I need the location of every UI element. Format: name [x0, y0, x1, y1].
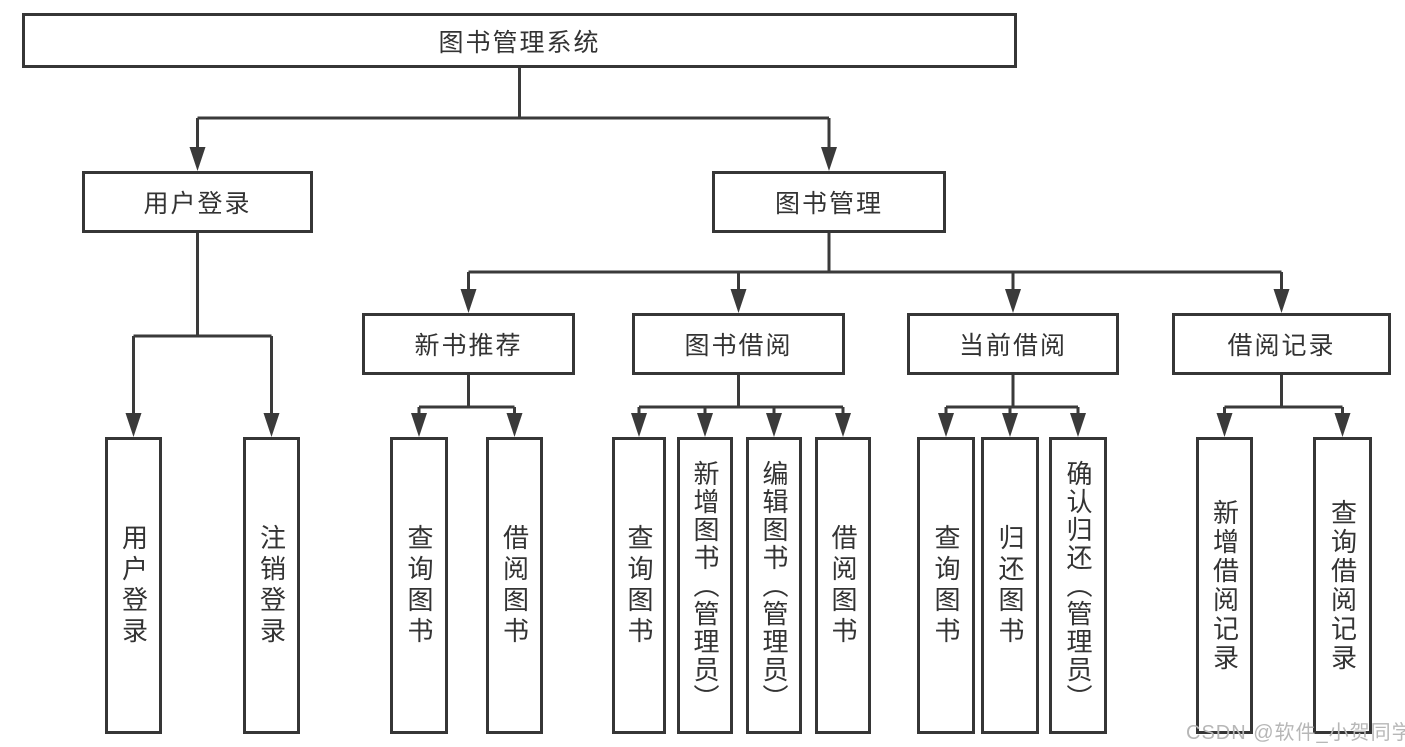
node-new-book-rec: 新书推荐 [362, 313, 575, 375]
node-user-login: 用户登录 [82, 171, 313, 233]
leaf-recommend-borrow-book: 借阅图书 [486, 437, 543, 734]
leaf-current-query-book: 查询图书 [917, 437, 975, 734]
leaf-logout: 注销登录 [243, 437, 300, 734]
leaf-borrow-edit-book-admin: 编辑图书（管理员） [746, 437, 802, 734]
node-root: 图书管理系统 [22, 13, 1017, 68]
node-borrow-record: 借阅记录 [1172, 313, 1391, 375]
leaf-user-login: 用户登录 [105, 437, 162, 734]
leaf-record-add: 新增借阅记录 [1196, 437, 1253, 734]
node-current-borrow: 当前借阅 [907, 313, 1119, 375]
csdn-watermark: CSDN @软件_小贺同学 [1186, 722, 1405, 744]
leaf-recommend-query-book: 查询图书 [390, 437, 448, 734]
leaf-current-confirm-return-admin: 确认归还（管理员） [1049, 437, 1107, 734]
node-book-borrow: 图书借阅 [632, 313, 845, 375]
leaf-record-query: 查询借阅记录 [1313, 437, 1372, 734]
node-book-mgmt: 图书管理 [712, 171, 946, 233]
leaf-borrow-query-book: 查询图书 [612, 437, 666, 734]
leaf-borrow-add-book-admin: 新增图书（管理员） [677, 437, 733, 734]
leaf-borrow-borrow-book: 借阅图书 [815, 437, 871, 734]
leaf-current-return-book: 归还图书 [981, 437, 1039, 734]
